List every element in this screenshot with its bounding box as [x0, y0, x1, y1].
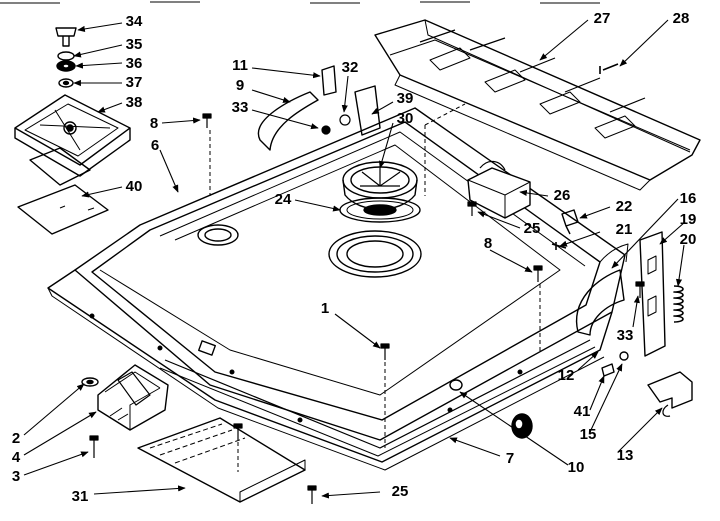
callout-37: 37	[125, 74, 143, 91]
l-bracket	[647, 371, 693, 409]
callout-26: 26	[553, 187, 571, 204]
callout-33-right: 33	[616, 327, 634, 344]
info-card	[17, 184, 109, 235]
callout-21: 21	[615, 221, 633, 238]
vertical-bracket	[354, 85, 381, 136]
leader-lines	[23, 19, 686, 499]
callout-27: 27	[593, 10, 611, 27]
clip-22	[561, 209, 579, 235]
control-module	[14, 94, 131, 186]
callout-25-mid: 25	[523, 220, 541, 237]
rear-hinge-bar	[374, 19, 701, 191]
clip-21	[551, 242, 567, 250]
side-bracket	[639, 231, 666, 357]
spring	[673, 285, 684, 323]
callout-8-right: 8	[483, 235, 493, 252]
knob-stack	[55, 27, 77, 88]
callout-34: 34	[125, 13, 143, 30]
left-rear-bracket	[257, 91, 319, 151]
alignment-lines	[209, 103, 541, 472]
callout-31: 31	[71, 488, 89, 505]
callout-3: 3	[11, 468, 21, 485]
callout-35: 35	[125, 36, 143, 53]
callout-15: 15	[579, 426, 597, 443]
callout-32: 32	[341, 59, 359, 76]
callout-10: 10	[567, 459, 585, 476]
callout-19: 19	[679, 211, 697, 228]
callout-20: 20	[679, 231, 697, 248]
callout-12: 12	[557, 367, 575, 384]
part-41	[601, 363, 615, 377]
callout-36: 36	[125, 55, 143, 72]
callout-2: 2	[11, 430, 21, 447]
callout-4: 4	[11, 449, 21, 466]
callout-28: 28	[672, 10, 690, 27]
callout-8-left: 8	[149, 115, 159, 132]
callout-30: 30	[396, 110, 414, 127]
callout-7: 7	[505, 450, 515, 467]
small-tab	[321, 65, 337, 96]
callout-39: 39	[396, 90, 414, 107]
callout-9: 9	[235, 77, 245, 94]
callout-6: 6	[150, 137, 160, 154]
callout-33-top: 33	[231, 99, 249, 116]
callout-22: 22	[615, 198, 633, 215]
right-front-bracket	[575, 269, 625, 336]
callout-24: 24	[274, 191, 292, 208]
valve-bracket	[81, 364, 169, 431]
callout-40: 40	[125, 178, 143, 195]
callout-16: 16	[679, 190, 697, 207]
callout-25-bottom: 25	[391, 483, 409, 500]
callout-38: 38	[125, 94, 143, 111]
callout-13: 13	[616, 447, 634, 464]
callout-11: 11	[232, 57, 248, 74]
burner-assembly	[339, 161, 421, 223]
callout-1: 1	[320, 300, 330, 317]
screws	[89, 63, 645, 504]
callout-41: 41	[573, 403, 591, 420]
cropped-edge-marks	[0, 1, 600, 4]
